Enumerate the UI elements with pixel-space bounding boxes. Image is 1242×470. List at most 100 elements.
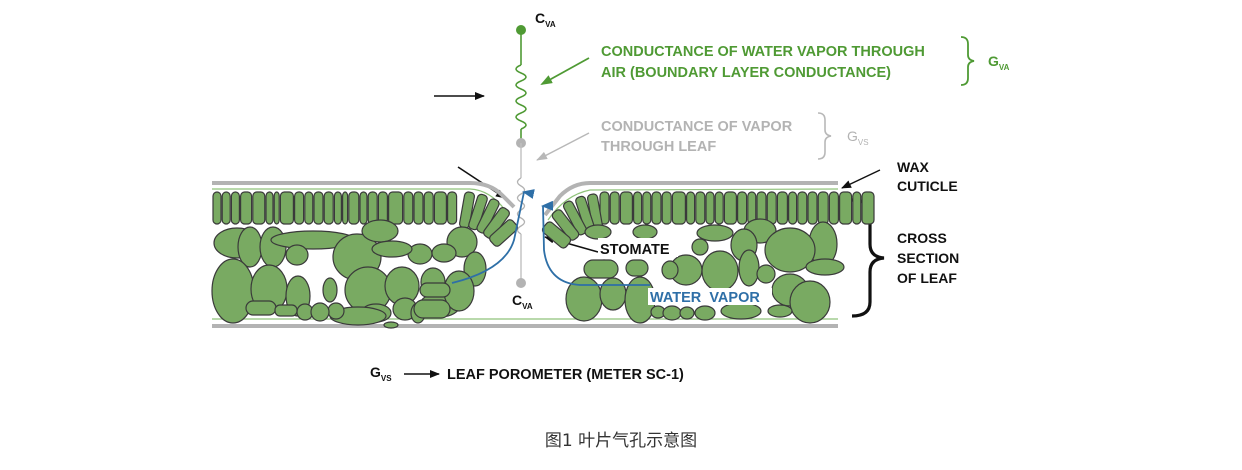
cell bbox=[367, 191, 378, 225]
cell bbox=[619, 191, 634, 225]
cell bbox=[583, 259, 619, 279]
cell bbox=[797, 191, 808, 225]
cell bbox=[285, 244, 309, 266]
cell bbox=[252, 191, 266, 225]
cell bbox=[691, 238, 709, 256]
cell bbox=[541, 221, 572, 249]
cell bbox=[651, 191, 662, 225]
cell bbox=[433, 191, 447, 225]
cross-section-text-2: SECTION bbox=[897, 250, 959, 266]
cell bbox=[333, 191, 342, 225]
cell bbox=[377, 191, 388, 225]
cell bbox=[696, 224, 734, 242]
g-va-brace bbox=[960, 36, 975, 86]
cross-section-text-1: CROSS bbox=[897, 230, 947, 246]
water-vapor-path-left bbox=[451, 189, 535, 284]
cell bbox=[776, 191, 789, 225]
g-vs-label: GVS bbox=[847, 128, 869, 147]
cell bbox=[714, 191, 724, 225]
cell bbox=[599, 277, 627, 311]
cell bbox=[685, 191, 696, 225]
cell bbox=[838, 191, 853, 225]
cell bbox=[413, 191, 424, 225]
cell bbox=[679, 306, 695, 320]
cell bbox=[861, 191, 875, 225]
figure-caption: 图1 叶片气孔示意图 bbox=[544, 431, 698, 451]
cell bbox=[323, 191, 334, 225]
cell bbox=[423, 191, 434, 225]
cell bbox=[701, 250, 739, 292]
cell bbox=[294, 191, 305, 225]
cell bbox=[310, 302, 330, 322]
leaf-conductance-text-2: THROUGH LEAF bbox=[601, 139, 716, 155]
cell bbox=[431, 243, 457, 263]
wax-text-2: CUTICLE bbox=[897, 178, 958, 194]
stomate-label: STOMATE bbox=[600, 242, 670, 258]
cell bbox=[609, 191, 620, 225]
cell bbox=[212, 191, 222, 225]
g-vs-brace bbox=[817, 112, 832, 160]
wax-text-1: WAX bbox=[897, 159, 930, 175]
cell bbox=[322, 277, 338, 303]
cell bbox=[695, 191, 706, 225]
cell bbox=[787, 191, 798, 225]
boundary-layer-text-1: CONDUCTANCE OF WATER VAPOR THROUGH bbox=[601, 44, 925, 60]
cell bbox=[359, 191, 368, 225]
cell bbox=[632, 224, 658, 240]
cell bbox=[562, 200, 588, 236]
gray-pointer-arrow-icon bbox=[536, 132, 590, 161]
mesophyll-cells bbox=[211, 191, 875, 329]
wax-arrow-icon bbox=[841, 169, 881, 189]
wax-cuticle-right bbox=[543, 181, 838, 217]
cell bbox=[767, 304, 793, 318]
cell bbox=[599, 191, 610, 225]
cell bbox=[694, 305, 716, 321]
cell bbox=[383, 321, 399, 329]
cell bbox=[371, 240, 413, 258]
cell bbox=[348, 191, 360, 225]
cell bbox=[736, 191, 748, 225]
resistor-zigzag-green bbox=[515, 64, 527, 130]
cell bbox=[661, 191, 672, 225]
cell bbox=[403, 191, 414, 225]
water-vapor-path-right bbox=[541, 200, 650, 286]
cell bbox=[489, 219, 518, 247]
cell bbox=[705, 191, 715, 225]
cell bbox=[817, 191, 829, 225]
boundary-layer-text-2: AIR (BOUNDARY LAYER CONDUCTANCE) bbox=[601, 65, 891, 81]
cell bbox=[413, 299, 451, 319]
cell bbox=[671, 191, 687, 225]
cell bbox=[766, 191, 777, 225]
cell bbox=[221, 191, 231, 225]
cell bbox=[447, 191, 458, 225]
cell bbox=[807, 191, 818, 225]
water-vapor-label: WATER VAPOR bbox=[650, 290, 760, 306]
cell bbox=[265, 191, 274, 225]
leaf-cross-section bbox=[211, 181, 875, 329]
cell bbox=[304, 191, 314, 225]
cell bbox=[342, 191, 349, 225]
cell bbox=[327, 302, 345, 320]
cell bbox=[230, 191, 240, 225]
cell bbox=[273, 191, 280, 225]
cell bbox=[764, 227, 816, 273]
g-va-label: GVA bbox=[988, 53, 1010, 72]
cell bbox=[828, 191, 840, 225]
c-va-bottom-label: CVA bbox=[512, 292, 533, 311]
cell bbox=[632, 191, 643, 225]
leaf-stomate-diagram: CVA CONDUCTANCE OF WATER VAPOR THROUGH A… bbox=[211, 10, 1010, 383]
cell bbox=[468, 193, 488, 231]
cell bbox=[245, 300, 277, 316]
cell bbox=[756, 264, 776, 284]
cell bbox=[852, 191, 862, 225]
cross-section-text-3: OF LEAF bbox=[897, 270, 957, 286]
leaf-conductance-text-1: CONDUCTANCE OF VAPOR bbox=[601, 119, 793, 135]
cell bbox=[584, 224, 612, 240]
wax-cuticle-left bbox=[212, 181, 516, 209]
cell bbox=[551, 209, 580, 241]
cell bbox=[361, 219, 399, 243]
cell bbox=[313, 191, 324, 225]
legend-gvs-symbol: GVS bbox=[370, 364, 392, 383]
legend-text: LEAF POROMETER (METER SC-1) bbox=[447, 367, 684, 383]
cell bbox=[240, 191, 253, 225]
